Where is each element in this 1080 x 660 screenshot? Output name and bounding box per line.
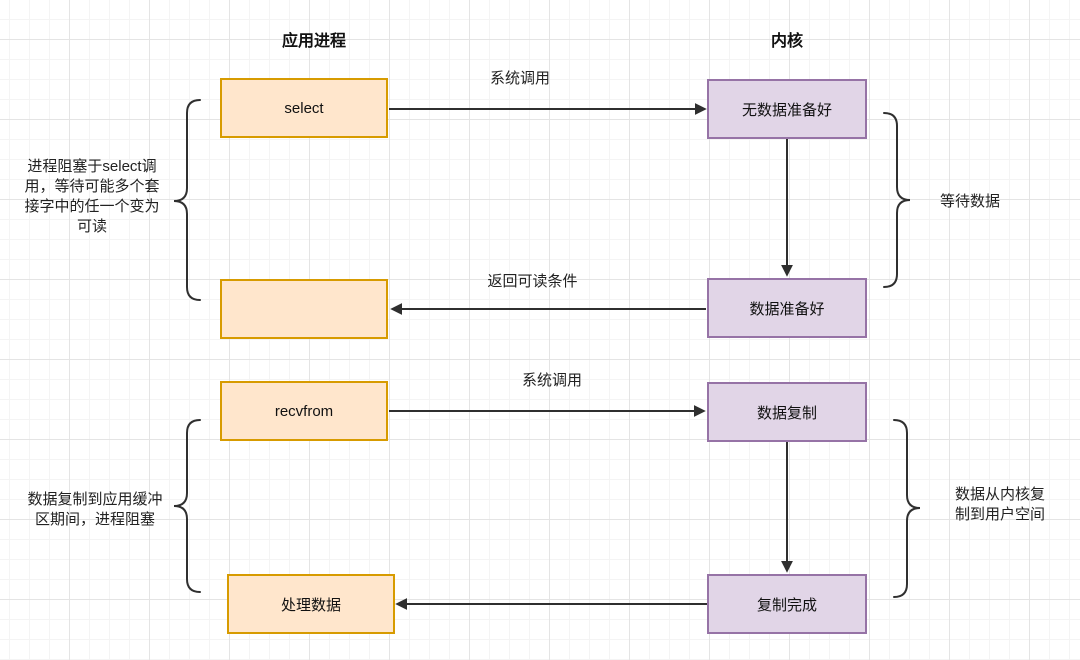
brace-left-select-blocking <box>173 99 201 301</box>
brace-left-copy-blocking <box>173 419 201 593</box>
annotation-copy-kernel-to-user: 数据从内核复 制到用户空间 <box>954 486 1045 523</box>
column-header-kernel: 内核 <box>770 33 803 50</box>
box-recvfrom: recvfrom <box>220 381 388 441</box>
label-syscall-recvfrom: 系统调用 <box>521 372 582 389</box>
annotation-select-blocking: 进程阻塞于select调 用，等待可能多个套 接字中的任一个变为 可读 <box>24 158 160 235</box>
label-return-readable: 返回可读条件 <box>487 273 578 290</box>
annotation-copy-blocking: 数据复制到应用缓冲 区期间，进程阻塞 <box>27 491 163 528</box>
label-syscall-select: 系统调用 <box>489 70 550 87</box>
box-no-data-ready: 无数据准备好 <box>707 79 867 139</box>
brace-right-copy-kernel <box>893 419 921 598</box>
box-select-return-empty <box>220 279 388 339</box>
brace-right-wait-data <box>883 112 911 288</box>
box-data-ready: 数据准备好 <box>707 278 867 338</box>
annotation-wait-data: 等待数据 <box>939 193 1000 210</box>
box-select: select <box>220 78 388 138</box>
column-header-app-process: 应用进程 <box>281 33 346 50</box>
box-copy-complete: 复制完成 <box>707 574 867 634</box>
box-process-data: 处理数据 <box>227 574 395 634</box>
box-data-copy: 数据复制 <box>707 382 867 442</box>
